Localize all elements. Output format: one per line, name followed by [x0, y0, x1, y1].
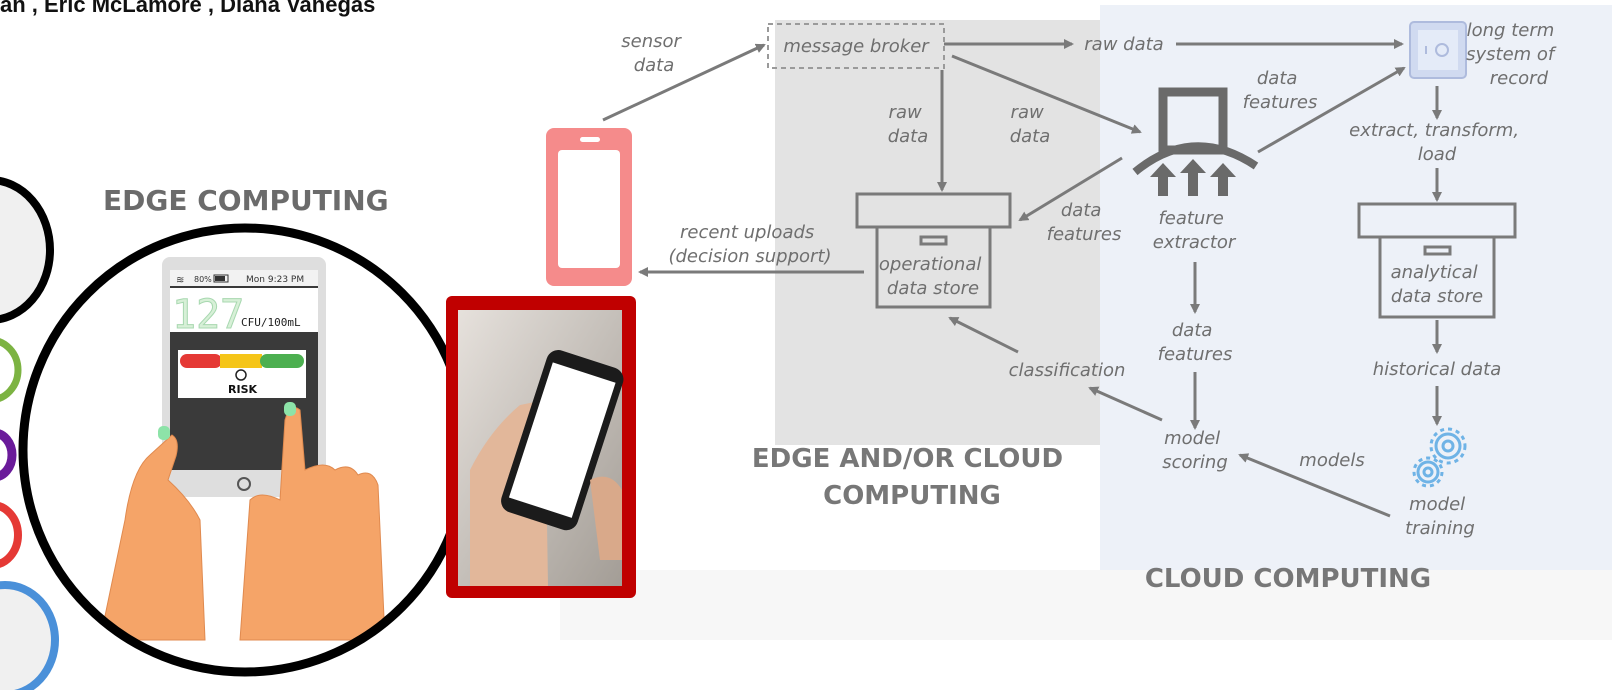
flow-arrows	[602, 39, 1442, 518]
cloud-section-title: CLOUD COMPUTING	[1145, 564, 1431, 594]
feature-extractor-label: feature extractor	[1153, 208, 1237, 253]
gauge-pointer-icon	[235, 369, 247, 381]
arrow-sensor-to-broker	[602, 43, 766, 122]
edge-cloud-section-title: EDGE AND/OR CLOUD COMPUTING	[752, 444, 1072, 511]
classification-label: classification	[1009, 360, 1126, 381]
data-features-down-label: data features	[1158, 320, 1233, 365]
battery-percent: 80%	[194, 275, 212, 284]
data-features-left-label: data features	[1047, 200, 1122, 245]
tablet-status-bar	[170, 270, 318, 286]
smartphone-photo	[446, 296, 636, 598]
safe-icon	[1409, 21, 1467, 79]
message-broker-label: message broker	[783, 36, 930, 57]
historical-data-label: historical data	[1373, 359, 1501, 380]
edge-computing-title: EDGE COMPUTING	[103, 184, 389, 217]
arrow-classification-to-operational	[948, 316, 1019, 354]
raw-data-left-label: raw data	[888, 102, 929, 147]
operational-store-label: operational data store	[879, 254, 987, 299]
models-label: models	[1299, 450, 1364, 471]
pink-smartphone-icon	[546, 128, 632, 286]
battery-icon	[213, 274, 229, 283]
bottom-band	[560, 570, 1612, 640]
sensor-data-label: sensor data	[621, 31, 686, 76]
arrow-training-to-scoring	[1238, 453, 1391, 518]
edge-cloud-region	[775, 20, 1115, 445]
right-hand	[239, 407, 386, 641]
tablet-home-button-icon	[237, 477, 251, 491]
feature-extractor-icon	[1132, 87, 1259, 196]
gauge-high	[180, 354, 222, 368]
analytical-store-label: analytical data store	[1391, 262, 1484, 307]
wifi-icon: ≋	[176, 275, 184, 286]
operational-data-store-icon	[855, 192, 1012, 309]
reading-value: 127	[172, 292, 244, 338]
model-training-label: model training	[1405, 494, 1475, 539]
raw-data-mid-label: raw data	[1010, 102, 1051, 147]
gauge-low	[260, 354, 304, 368]
model-scoring-label: model scoring	[1162, 428, 1228, 473]
arrow-broker-to-extractor	[951, 54, 1142, 134]
raw-data-top-label: raw data	[1084, 34, 1163, 55]
author-line: an , Eric McLamore , Diana Vanegas	[0, 0, 375, 17]
risk-label: RISK	[228, 383, 257, 396]
left-decorative-rings	[0, 176, 59, 690]
long-term-record-label: long term system of record	[1466, 20, 1560, 89]
tablet-time: Mon 9:23 PM	[246, 275, 304, 285]
cloud-region	[1100, 5, 1612, 570]
gears-icon	[1412, 427, 1467, 488]
message-broker-box	[767, 23, 945, 69]
arrow-extractor-to-operational	[1018, 156, 1123, 222]
gauge-medium	[220, 354, 262, 368]
etl-label: extract, transform, load	[1349, 120, 1525, 165]
edge-computing-circle: ≋ 80% Mon 9:23 PM 127 CFU/100mL RISK	[18, 223, 472, 677]
arrow-extractor-to-record	[1257, 66, 1406, 154]
recent-uploads-label: recent uploads (decision support)	[668, 222, 831, 267]
reading-unit: CFU/100mL	[241, 316, 301, 329]
data-features-top-label: data features	[1243, 68, 1318, 113]
left-hand	[99, 434, 206, 641]
analytical-data-store-icon	[1357, 202, 1517, 319]
arrow-scoring-to-classification	[1088, 386, 1163, 422]
